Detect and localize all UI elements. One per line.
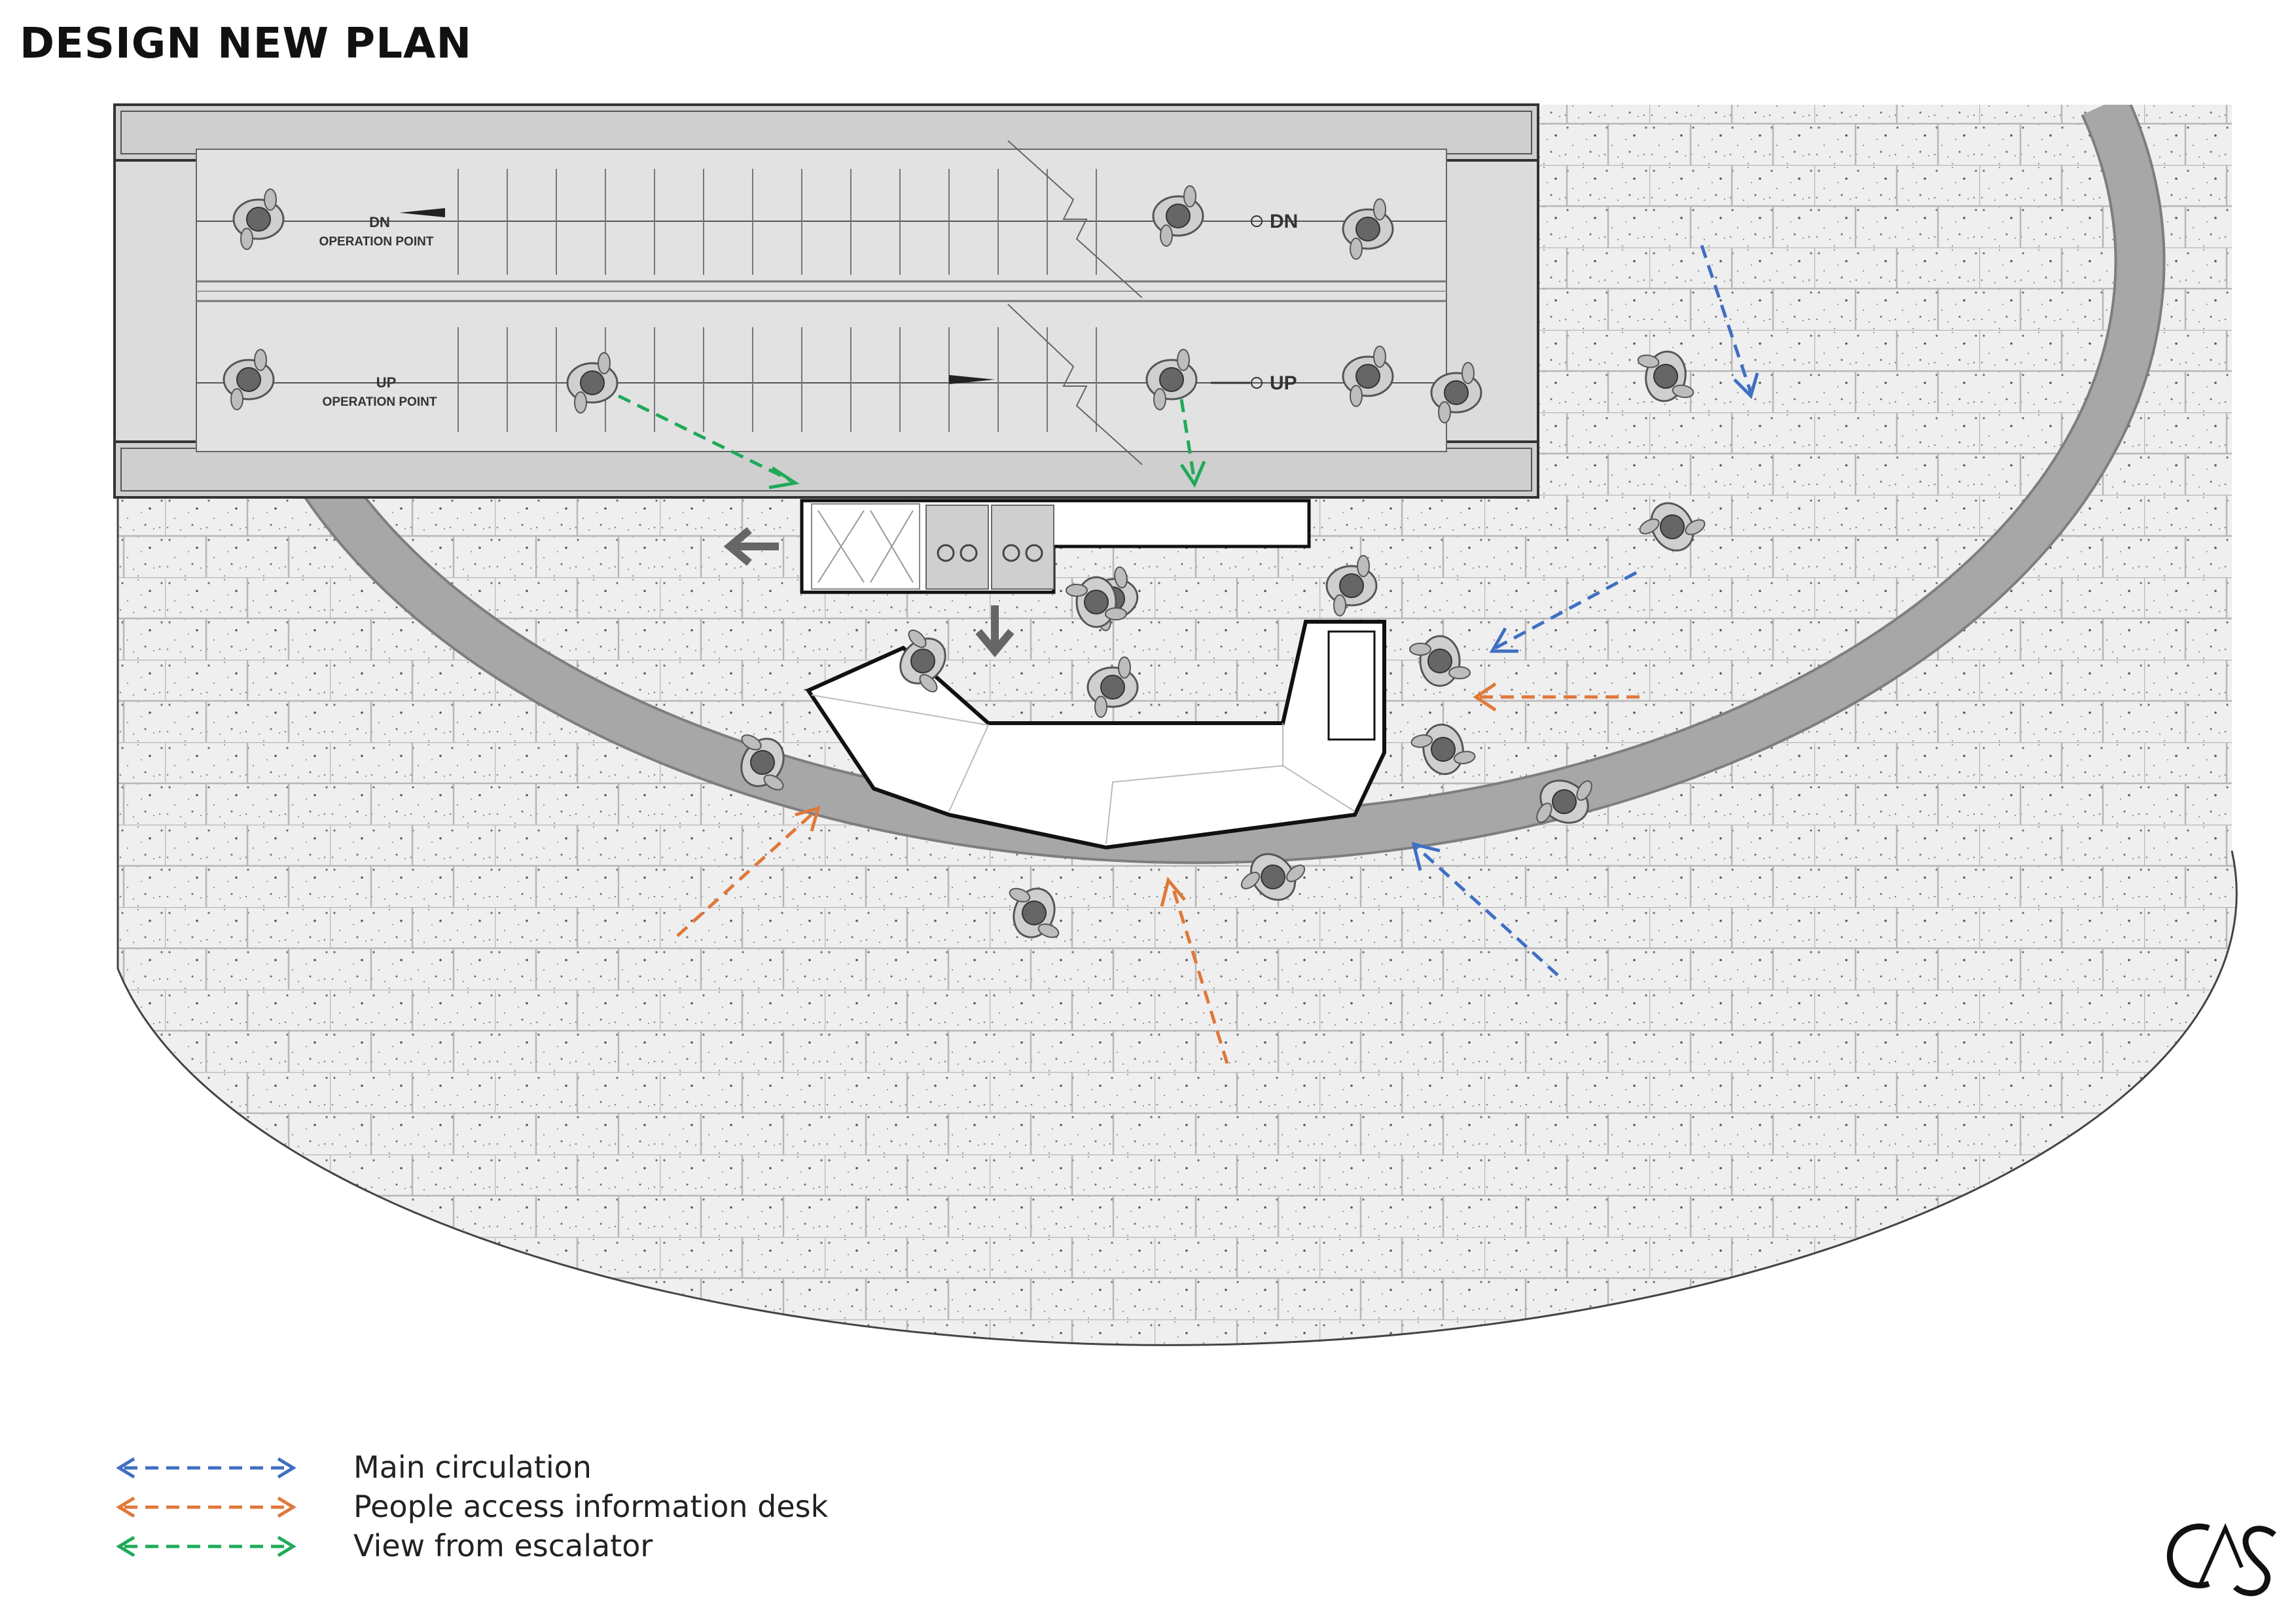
up-operation-point-label: OPERATION POINT [323,395,437,409]
legend-label-view-from-escalator: View from escalator [353,1528,653,1563]
down-arrow-icon [975,605,1014,658]
view-from-escalator-arrows [617,394,1196,483]
logo-icon [2166,1523,2276,1596]
up-label: UP [376,374,397,391]
page-title: DESIGN NEW PLAN [20,20,473,68]
dn-operation-point-label: OPERATION POINT [319,235,434,249]
legend-label-main-circulation: Main circulation [353,1450,592,1485]
left-arrow-icon [723,527,779,566]
escalator-steps [457,169,1097,432]
information-desk [805,620,1386,850]
legend-label-info-desk-access: People access information desk [353,1489,829,1524]
dn-end-label: DN [1270,211,1298,232]
break-lines [1007,140,1143,465]
view-from-escalator-arrowheads [768,461,1206,490]
info-desk-access-arrowheads [795,682,1497,907]
ring-band [264,105,2166,865]
orange-dashed-arrow-icon [116,1496,296,1518]
main-circulation-arrowheads [1411,372,1759,871]
escalator [113,103,1539,499]
blue-dashed-arrow-icon [116,1457,296,1479]
main-circulation-arrows [1416,245,1753,976]
dn-direction-arrow [399,208,445,217]
green-dashed-arrow-icon [116,1535,296,1558]
storage-cabinet [800,499,1311,594]
dn-label: DN [369,214,390,230]
info-desk-access-arrows [676,695,1640,1064]
up-end-label: UP [1270,372,1297,394]
up-direction-arrow [949,375,995,384]
